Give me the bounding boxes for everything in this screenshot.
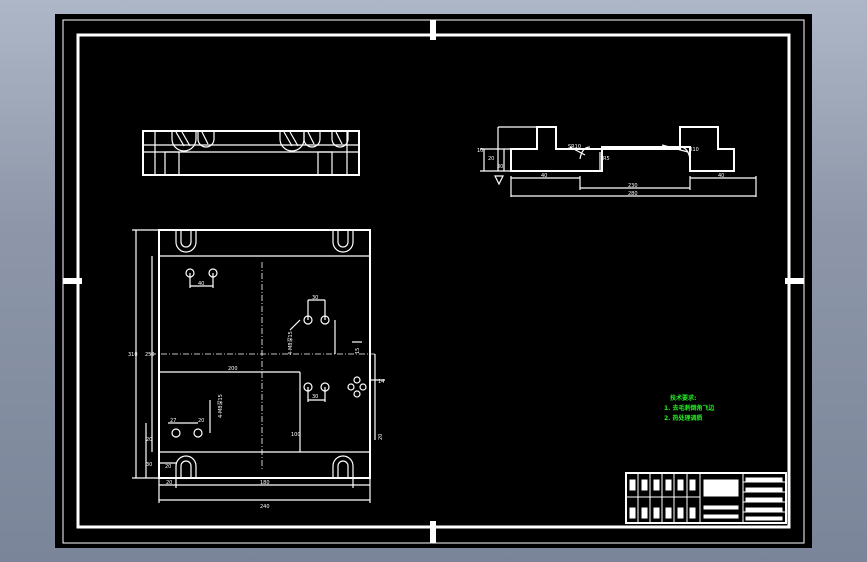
notes-line-1: 1. 去毛刺倒角飞边 xyxy=(664,404,716,412)
sheet-border xyxy=(62,19,805,544)
dim-20: 20 xyxy=(488,156,494,162)
plan-view-dims: 310 250 40 30 4-M8深15 200 30 4-M8深15 100… xyxy=(128,281,384,510)
dim-15: 15 xyxy=(355,348,361,354)
dim-20-bottom: 20 xyxy=(198,418,204,424)
dim-14: 14 xyxy=(378,379,384,385)
plan-view xyxy=(132,229,385,503)
dim-4m8-bottom: 4-M8深15 xyxy=(217,394,224,418)
dim-280: 280 xyxy=(628,191,638,197)
dim-200: 200 xyxy=(228,366,238,372)
front-view xyxy=(142,130,360,176)
notes-title: 技术要求: xyxy=(670,394,696,402)
dim-240: 240 xyxy=(260,504,270,510)
dim-100: 100 xyxy=(291,432,301,438)
dim-40-right: 40 xyxy=(718,173,724,179)
dim-250: 250 xyxy=(145,352,155,358)
section-view-dims: SR10 R5 R10 10 20 30 40 40 230 280 xyxy=(477,144,724,197)
dim-sr10: SR10 xyxy=(568,144,581,150)
dim-20-right: 20 xyxy=(378,434,384,440)
dim-20-small: 20 xyxy=(165,464,171,470)
dim-40-left: 40 xyxy=(541,173,547,179)
dim-30-top: 30 xyxy=(312,295,318,301)
dim-30-bottom: 30 xyxy=(312,394,318,400)
drawing-area xyxy=(55,14,812,548)
dim-r5: R5 xyxy=(603,156,610,162)
technical-notes: 技术要求: 1. 去毛刺倒角飞边 2. 热处理调质 xyxy=(664,394,716,422)
dim-30: 30 xyxy=(497,164,503,170)
dim-hole-pitch: 40 xyxy=(198,281,204,287)
section-view xyxy=(480,126,757,197)
title-block xyxy=(625,472,787,524)
dim-20-bottom-left: 20 xyxy=(166,480,172,486)
dim-r10: R10 xyxy=(689,147,699,153)
dim-27: 27 xyxy=(170,418,176,424)
dim-310: 310 xyxy=(128,352,138,358)
dim-30-left: 30 xyxy=(146,462,152,468)
dim-10: 10 xyxy=(477,148,483,154)
dim-4m8-top: 4-M8深15 xyxy=(287,331,294,355)
dim-180: 180 xyxy=(260,480,270,486)
notes-line-2: 2. 热处理调质 xyxy=(664,414,703,422)
dim-230: 230 xyxy=(628,183,638,189)
dim-20-left: 20 xyxy=(146,437,152,443)
